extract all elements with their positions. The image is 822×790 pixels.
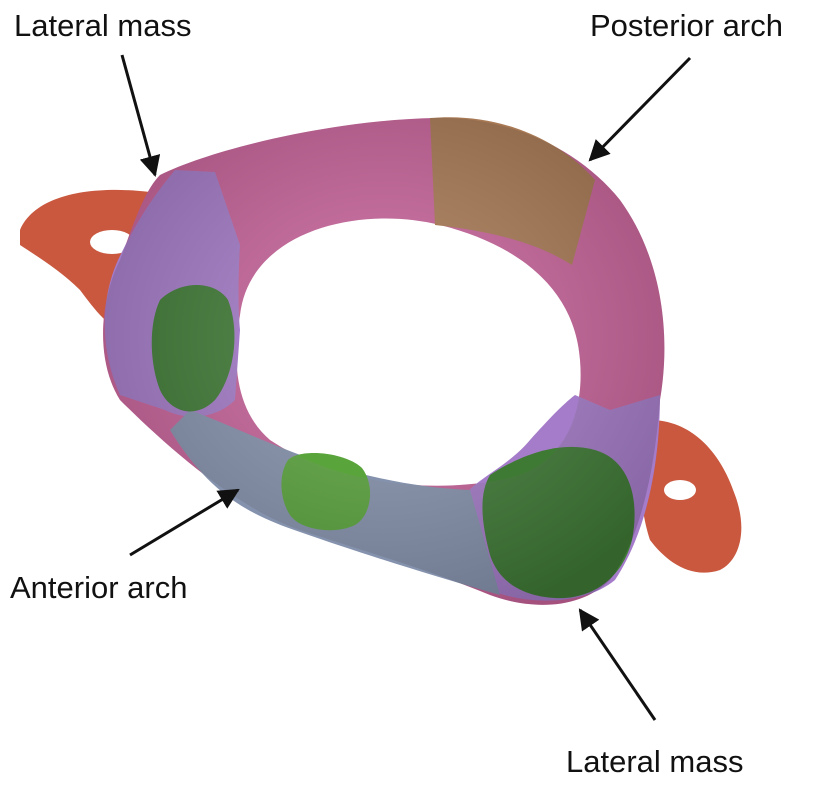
arrow-anterior-arch [130,490,238,555]
label-lateral-mass-top: Lateral mass [14,10,191,41]
label-posterior-arch: Posterior arch [590,10,783,41]
arrow-posterior-arch [590,58,690,160]
arrow-lateral-mass-top [122,55,155,175]
right-transverse-foramen [664,480,696,500]
arrow-lateral-mass-bottom [580,610,655,720]
label-lateral-mass-bottom: Lateral mass [566,746,743,777]
ring-shading [103,118,664,605]
label-anterior-arch: Anterior arch [10,572,187,603]
